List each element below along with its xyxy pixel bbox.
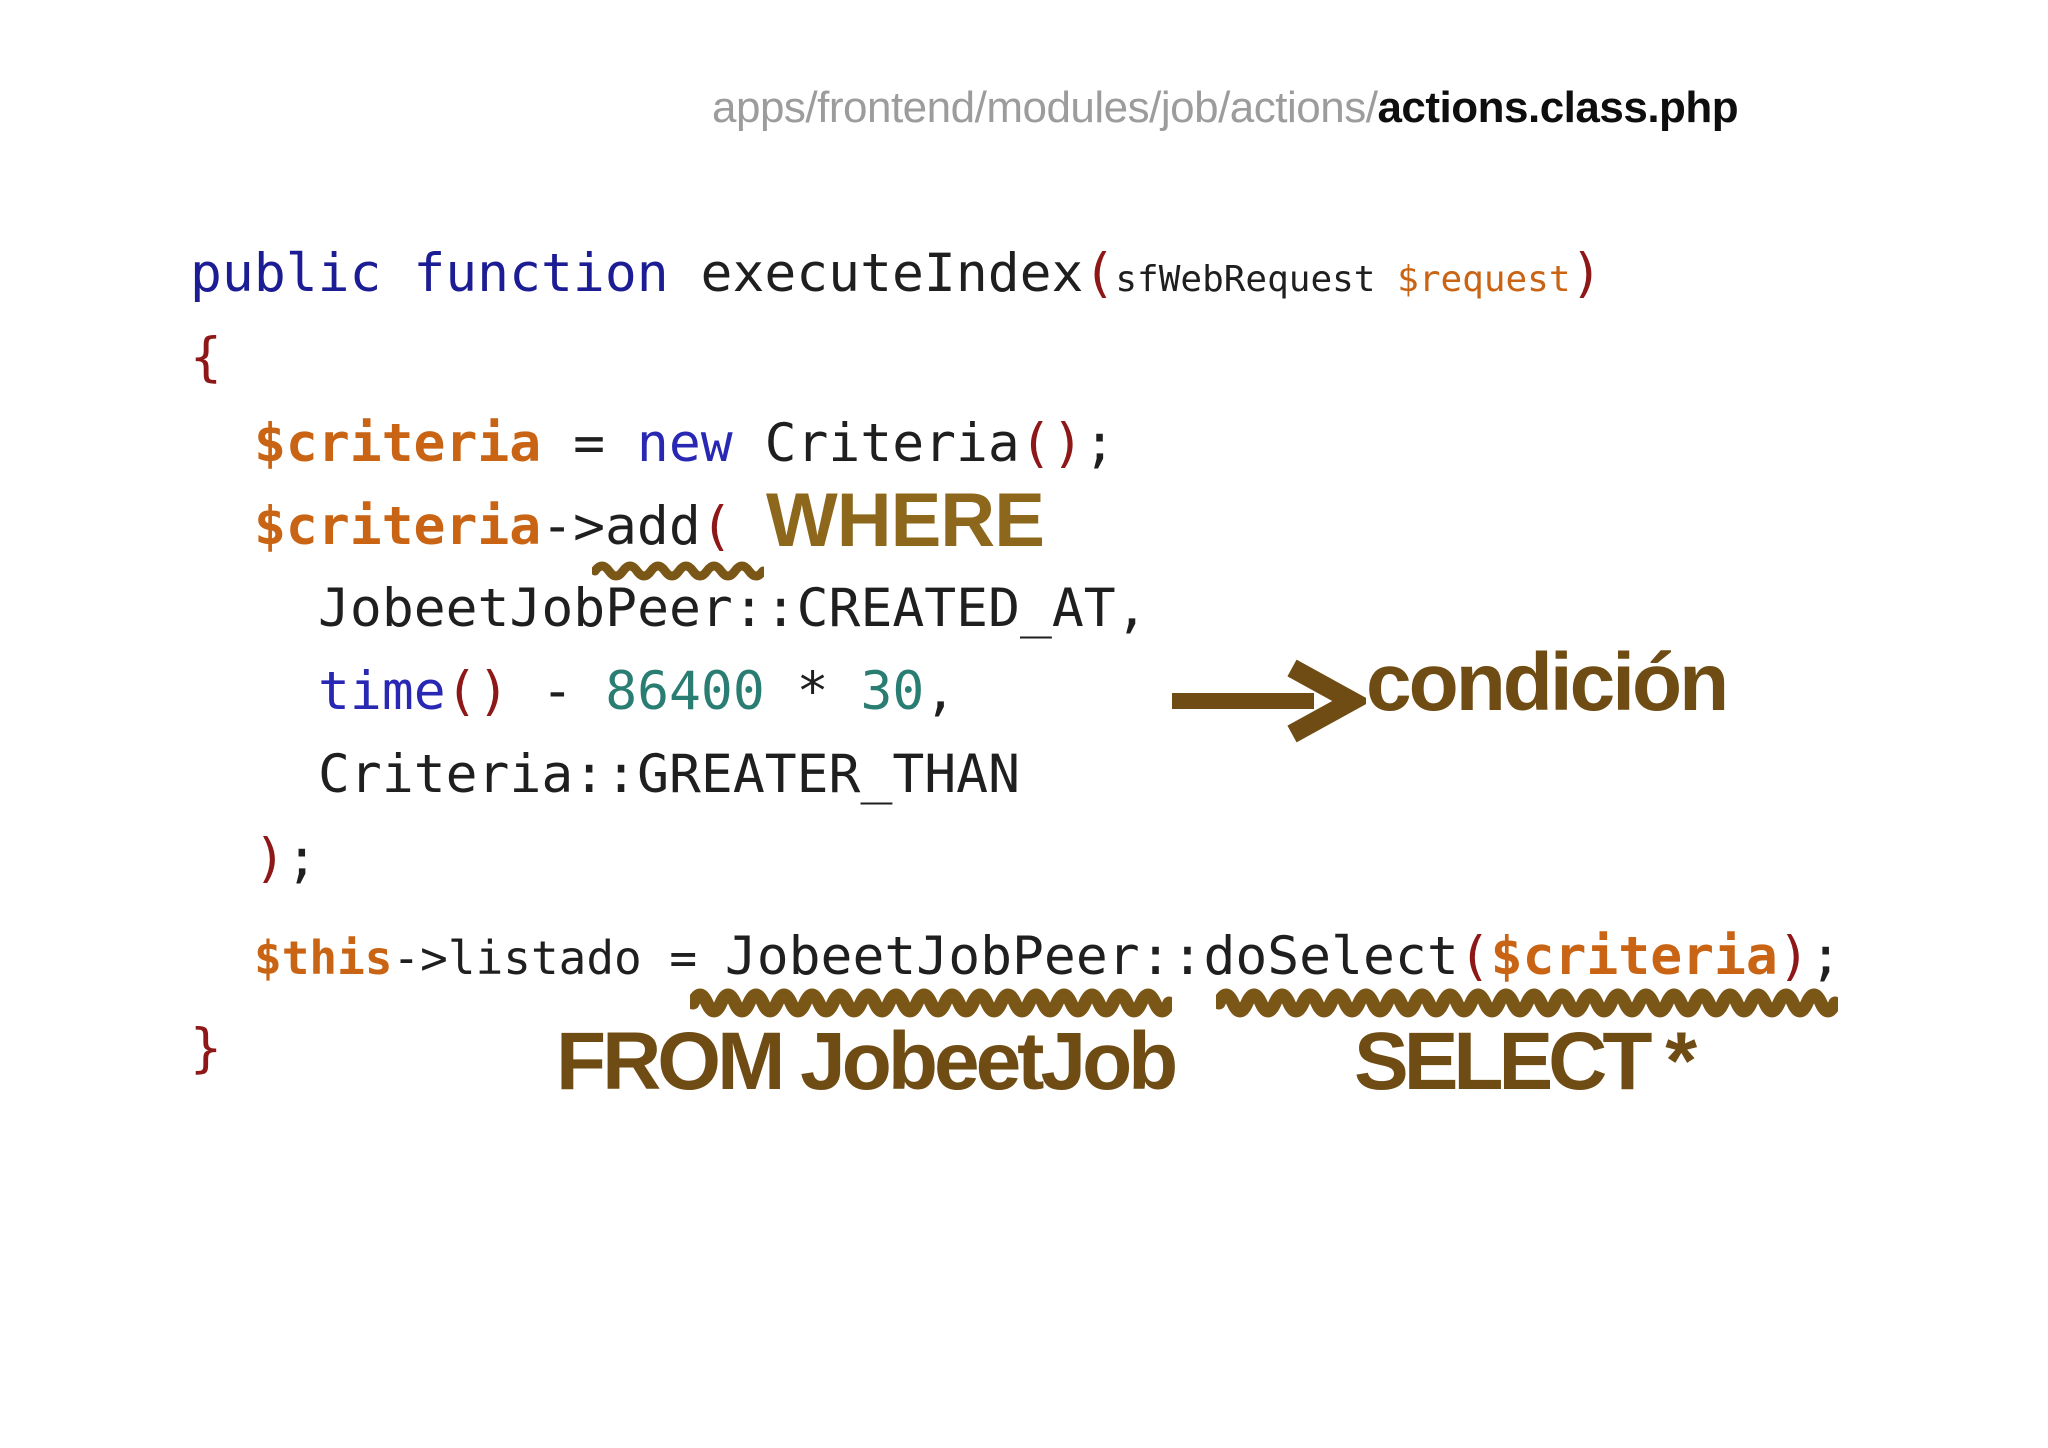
code-line: }	[190, 1007, 222, 1091]
code-token: new	[636, 413, 733, 474]
code-token: Criteria	[732, 413, 1020, 474]
code-line: $criteria->add(	[254, 485, 733, 569]
code-token: (	[1083, 243, 1116, 304]
code-token: )	[1570, 243, 1603, 304]
code-token: JobeetJobPeer::CREATED_AT,	[318, 578, 1148, 639]
code-token: }	[190, 1018, 222, 1079]
code-token: {	[190, 327, 222, 388]
code-token: public function	[190, 243, 701, 304]
code-token: time	[318, 661, 446, 722]
select-wavy-underline	[1216, 988, 1838, 1018]
code-token: )	[1777, 926, 1810, 987]
code-token: executeIndex	[700, 243, 1084, 304]
code-token: $criteria	[1490, 926, 1778, 987]
condition-arrow-icon	[1172, 659, 1366, 743]
from-label: FROM JobeetJob	[556, 1016, 1178, 1107]
code-token: (	[1458, 926, 1491, 987]
code-token: JobeetJobPeer::doSelect	[724, 926, 1459, 987]
code-line: time() - 86400 * 30,	[318, 650, 956, 734]
code-token: ()	[445, 661, 510, 722]
code-token: )	[254, 828, 286, 889]
code-token: Criteria::GREATER_THAN	[318, 744, 1020, 805]
code-token: $request	[1397, 259, 1571, 300]
code-token: *	[764, 661, 861, 722]
code-token: ()	[1019, 413, 1084, 474]
code-token: ->add	[541, 496, 701, 557]
add-wavy-underline	[592, 561, 764, 581]
code-token: 86400	[605, 661, 765, 722]
header: apps/frontend/modules/job/actions/action…	[712, 83, 1739, 132]
code-token: $this	[254, 931, 393, 985]
code-line: {	[190, 316, 222, 400]
where-label: WHERE	[766, 478, 1045, 563]
code-token: $criteria	[254, 496, 542, 557]
code-token: ->listado =	[392, 931, 725, 985]
code-token: ;	[1809, 926, 1842, 987]
select-label: SELECT *	[1354, 1016, 1697, 1107]
code-token: $criteria	[254, 413, 542, 474]
code-line: $this->listado = JobeetJobPeer::doSelect…	[254, 915, 1842, 999]
code-line: $criteria = new Criteria();	[254, 402, 1116, 486]
code-line: public function executeIndex(sfWebReques…	[190, 232, 1602, 316]
code-token: ;	[285, 828, 318, 889]
code-token: =	[541, 413, 637, 474]
code-line: Criteria::GREATER_THAN	[318, 733, 1020, 817]
code-token: 30	[860, 661, 925, 722]
code-line: JobeetJobPeer::CREATED_AT,	[318, 567, 1148, 651]
from-wavy-underline	[690, 988, 1172, 1018]
code-line: );	[254, 817, 318, 901]
header-path: apps/frontend/modules/job/actions/	[712, 83, 1378, 132]
code-token: (	[700, 496, 733, 557]
code-token: ,	[924, 661, 957, 722]
code-token: ;	[1083, 413, 1116, 474]
code-token: -	[509, 661, 606, 722]
header-filename: actions.class.php	[1377, 83, 1739, 132]
code-token: sfWebRequest	[1115, 259, 1398, 300]
condition-label: condición	[1366, 637, 1729, 728]
